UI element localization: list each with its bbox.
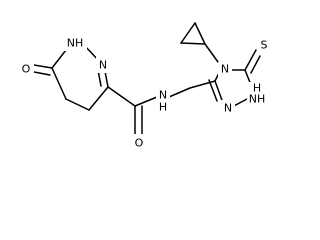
- bond-n4-cyclopropyl: [204, 43, 219, 63]
- bond-amide-n-ch2: [168, 87, 191, 98]
- atom-label-triazole-n4: N: [221, 63, 229, 76]
- bond-c5-s-double: [250, 55, 261, 74]
- atom-label-pyridazinone-n: N: [99, 59, 107, 72]
- bond-c3-amide-c: [107, 86, 136, 107]
- bond-c6-o-double: [33, 71, 51, 76]
- bond-cyclopropyl-cb-cc: [180, 22, 196, 44]
- atom-label-ketone-oxygen: O: [22, 63, 31, 76]
- bond-c6-o: [33, 64, 53, 69]
- bond-n2-c3-double: [208, 79, 218, 102]
- atom-label-pyridazinone-nh: NH: [67, 37, 84, 50]
- bond-c5-s: [244, 49, 257, 71]
- atom-label-amide-n: N: [159, 89, 167, 102]
- atom-labels: O NH N O N H N S H NH N: [18, 35, 271, 150]
- bond-c6-n1: [51, 49, 67, 69]
- bond-c5-c6: [51, 67, 67, 100]
- atom-label-triazole-h: H: [253, 82, 261, 95]
- bond-amide-c-n: [134, 96, 158, 107]
- bond-cyclopropyl-ca-cb: [180, 42, 206, 45]
- bond-ch2-c3-triazole: [189, 80, 216, 89]
- atom-label-thione-sulfur: S: [261, 39, 268, 52]
- molecule-diagram: O NH N O N H N S H NH N: [18, 22, 271, 150]
- bond-n2-c3: [214, 80, 224, 104]
- atom-label-triazole-n2: N: [224, 102, 232, 115]
- bond-c4-c5: [65, 98, 90, 111]
- atom-label-amide-oxygen: O: [135, 137, 144, 150]
- bond-c3-c4: [88, 86, 109, 111]
- bonds: [33, 22, 261, 138]
- atom-label-triazole-nh: NH: [249, 93, 266, 106]
- bond-cyclopropyl-cc-ca: [194, 22, 206, 45]
- atom-label-amide-h: H: [159, 101, 167, 114]
